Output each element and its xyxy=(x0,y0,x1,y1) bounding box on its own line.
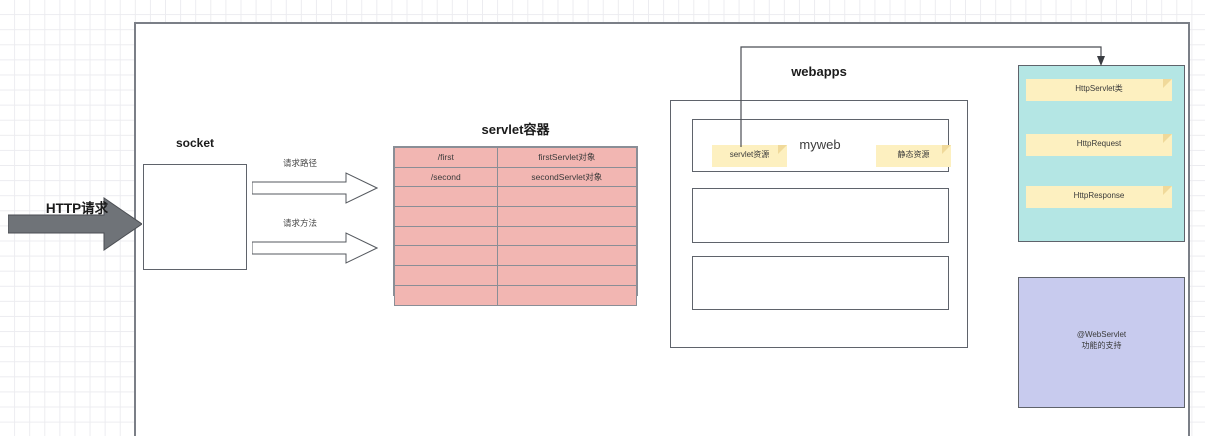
note-httprequest-text: HttpRequest xyxy=(1076,139,1122,148)
socket-title: socket xyxy=(175,136,215,150)
table-cell-path: /first xyxy=(394,147,498,168)
note-httpservlet-class: HttpServlet类 xyxy=(1026,79,1172,101)
table-row xyxy=(394,225,638,247)
note-servlet-resource: servlet资源 xyxy=(712,145,787,167)
table-cell-object: secondServlet对象 xyxy=(496,166,638,188)
table-row xyxy=(394,245,638,267)
servlet-mapping-table: /first firstServlet对象 /second secondServ… xyxy=(393,146,638,306)
table-row: /first firstServlet对象 xyxy=(394,147,638,168)
table-cell-object xyxy=(496,206,638,227)
webapps-title: webapps xyxy=(791,64,847,79)
note-fold-icon xyxy=(1163,134,1172,143)
note-fold-icon xyxy=(942,145,951,154)
table-row xyxy=(394,206,638,227)
table-cell-path: /second xyxy=(394,166,498,188)
request-method-arrow-icon xyxy=(252,232,378,264)
arrow-label-request-method: 请求方法 xyxy=(282,218,317,228)
myweb-label: myweb xyxy=(799,137,841,152)
table-cell-object xyxy=(496,284,638,306)
arrow-label-request-path: 请求路径 xyxy=(282,158,317,168)
webapps-slot-empty-2 xyxy=(692,256,949,310)
servlet-table-body: /first firstServlet对象 /second secondServ… xyxy=(394,147,638,306)
table-cell-object xyxy=(496,245,638,267)
http-request-label: HTTP请求 xyxy=(45,201,109,216)
note-static-resource-text: 静态资源 xyxy=(897,150,930,159)
note-httpresponse-text: HttpResponse xyxy=(1073,191,1125,200)
table-row xyxy=(394,186,638,208)
note-fold-icon xyxy=(1163,186,1172,195)
note-httpservlet-class-text: HttpServlet类 xyxy=(1075,84,1123,93)
socket-box xyxy=(143,164,247,270)
note-servlet-resource-text: servlet资源 xyxy=(729,150,770,159)
webapps-slot-empty-1 xyxy=(692,188,949,243)
table-cell-path xyxy=(394,284,498,306)
table-cell-path xyxy=(394,186,498,208)
table-row xyxy=(394,284,638,306)
note-fold-icon xyxy=(1163,79,1172,88)
note-httprequest: HttpRequest xyxy=(1026,134,1172,156)
note-httpresponse: HttpResponse xyxy=(1026,186,1172,208)
table-row xyxy=(394,265,638,286)
table-cell-object xyxy=(496,265,638,286)
http-request-arrow-icon xyxy=(8,197,142,251)
table-cell-path xyxy=(394,245,498,267)
webservlet-annotation-line2: 功能的支持 xyxy=(1081,340,1122,350)
request-path-arrow-icon xyxy=(252,172,378,204)
note-fold-icon xyxy=(778,145,787,154)
table-cell-path xyxy=(394,206,498,227)
webservlet-annotation-line1: @WebServlet xyxy=(1076,330,1127,339)
webservlet-annotation-panel: @WebServlet 功能的支持 xyxy=(1018,277,1185,408)
webservlet-annotation-label: @WebServlet 功能的支持 xyxy=(1019,330,1184,352)
note-static-resource: 静态资源 xyxy=(876,145,951,167)
table-cell-object: firstServlet对象 xyxy=(496,147,638,168)
table-cell-path xyxy=(394,265,498,286)
servlet-api-panel: HttpServlet类 HttpRequest HttpResponse xyxy=(1018,65,1185,242)
table-cell-object xyxy=(496,225,638,247)
servlet-container-title: servlet容器 xyxy=(481,122,550,137)
table-row: /second secondServlet对象 xyxy=(394,166,638,188)
table-cell-object xyxy=(496,186,638,208)
table-cell-path xyxy=(394,225,498,247)
